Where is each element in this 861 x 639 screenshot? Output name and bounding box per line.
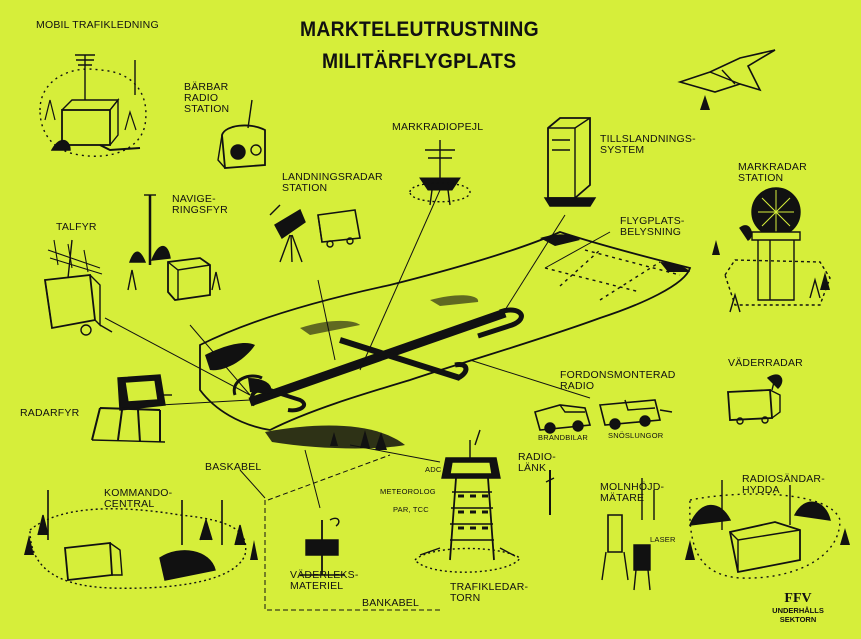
poster-title-line2: MILITÄRFLYGPLATS bbox=[322, 50, 517, 73]
label-meteorolog: METEOROLOG bbox=[380, 487, 436, 496]
tree-decorations bbox=[24, 95, 850, 560]
poster-title-line1: MARKTELEUTRUSTNING bbox=[300, 18, 539, 41]
landing-system-cabinet-illustration bbox=[543, 117, 597, 207]
logo-line1: UNDERHÅLLS bbox=[772, 606, 824, 615]
label-molnhojdmatare: MOLNHÖJD- MÄTARE bbox=[600, 481, 665, 504]
label-vaderleksmateriel: VÄDERLEKS- MATERIEL bbox=[290, 569, 359, 592]
label-bankabel: BANKABEL bbox=[362, 597, 420, 609]
label-radarfyr: RADARFYR bbox=[20, 407, 80, 419]
fighter-jet-illustration bbox=[677, 49, 776, 93]
label-markradarstation: MARKRADAR STATION bbox=[738, 161, 807, 184]
landing-radar-illustration bbox=[269, 204, 361, 263]
radio-transmitter-hut-illustration bbox=[688, 480, 841, 579]
label-laser: LASER bbox=[650, 535, 676, 544]
label-flygplatsbelysning: FLYGPLATS- BELYSNING bbox=[620, 215, 685, 238]
label-par-tcc: PAR, TCC bbox=[393, 505, 429, 514]
portable-radio-illustration bbox=[217, 99, 266, 169]
mobile-traffic-control-illustration bbox=[39, 54, 147, 157]
label-snoslungor: SNÖSLUNGOR bbox=[608, 431, 664, 440]
ffv-logo: FFV UNDERHÅLLS SEKTORN bbox=[752, 591, 844, 625]
label-barbar-radiostation: BÄRBAR RADIO STATION bbox=[184, 81, 230, 115]
label-adc: ADC bbox=[425, 465, 442, 474]
cloud-height-meter-illustration bbox=[601, 478, 655, 591]
label-fordonsmonterad-radio: FORDONSMONTERAD RADIO bbox=[560, 369, 676, 392]
airfield bbox=[199, 231, 692, 449]
label-brandbilar: BRANDBILAR bbox=[538, 433, 588, 442]
label-radiosandarhydda: RADIOSÄNDAR- HYDDA bbox=[742, 473, 825, 496]
radar-beacon-illustration bbox=[91, 374, 172, 443]
label-markradiopejl: MARKRADIOPEJL bbox=[392, 121, 484, 133]
label-mobil-trafikledning: MOBIL TRAFIKLEDNING bbox=[36, 19, 159, 31]
logo-brand: FFV bbox=[784, 591, 812, 606]
label-navigeringsfyr: NAVIGE- RINGSFYR bbox=[172, 193, 228, 216]
command-center-illustration bbox=[29, 490, 247, 589]
control-tower-illustration bbox=[414, 429, 521, 573]
radio-link-mast-illustration bbox=[545, 470, 555, 515]
logo-line2: SEKTORN bbox=[779, 615, 817, 624]
label-radiolank: RADIO- LÄNK bbox=[518, 451, 556, 474]
voice-beacon-trailer-illustration bbox=[43, 239, 113, 336]
label-vaderradar: VÄDERRADAR bbox=[728, 357, 803, 369]
ground-radar-station-illustration bbox=[724, 187, 831, 313]
navigation-beacon-illustration bbox=[127, 194, 221, 301]
ground-direction-finder-illustration bbox=[409, 140, 471, 206]
leader-lines bbox=[104, 189, 611, 611]
label-kommandocentral: KOMMANDO- CENTRAL bbox=[104, 487, 173, 510]
label-talfyr: TALFYR bbox=[56, 221, 97, 233]
label-baskabel: BASKABEL bbox=[205, 461, 262, 473]
label-trafikledartorn: TRAFIKLEDAR- TORN bbox=[450, 581, 529, 604]
weather-radar-illustration bbox=[727, 374, 783, 425]
weather-equipment-illustration bbox=[300, 517, 345, 576]
label-tillslandningssystem: TILLSLANDNINGS- SYSTEM bbox=[600, 133, 696, 156]
vehicles-illustration bbox=[534, 399, 673, 434]
label-landningsradarstation: LANDNINGSRADAR STATION bbox=[282, 171, 383, 194]
